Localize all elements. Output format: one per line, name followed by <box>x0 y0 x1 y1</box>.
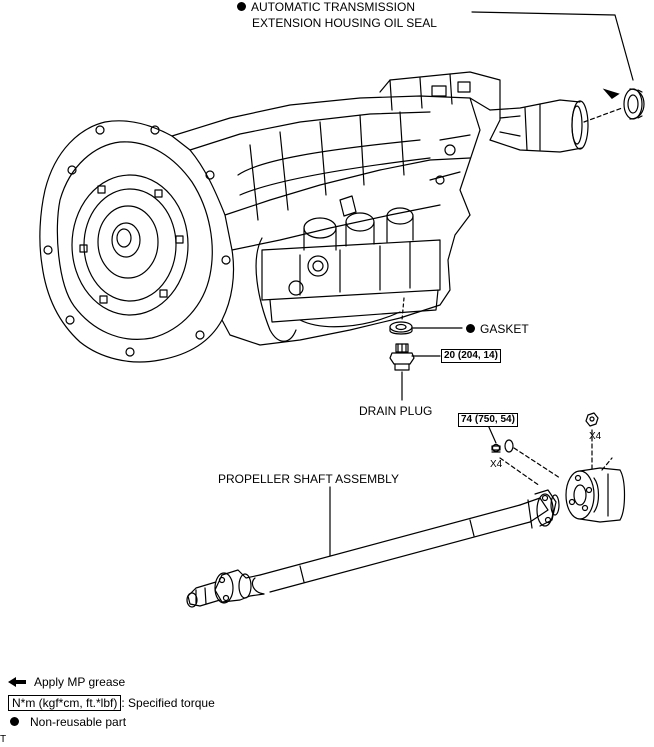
corner-mark: T <box>0 734 7 745</box>
flange-bolt-torque-box: 74 (750, 54) <box>458 413 518 427</box>
propeller-shaft-label: PROPELLER SHAFT ASSEMBLY <box>218 472 399 486</box>
legend-torque-text: : Specified torque <box>121 696 215 710</box>
legend-grease: Apply MP grease <box>34 675 126 689</box>
oil-seal-label-line1: AUTOMATIC TRANSMISSION <box>251 0 416 14</box>
filled-circle-icon <box>237 2 246 12</box>
filled-circle-icon <box>466 324 475 334</box>
oil-seal-label-line2: EXTENSION HOUSING OIL SEAL <box>252 16 437 30</box>
gasket-label: GASKET <box>480 322 529 336</box>
legend-torque-box: N*m (kgf*cm, ft.*lbf) <box>8 695 122 711</box>
bolt-quantity: X4 <box>490 459 503 470</box>
transmission-assembly <box>39 71 589 363</box>
legend-non-reusable: Non-reusable part <box>10 715 126 729</box>
drain-plug-torque-box: 20 (204, 14) <box>441 349 501 363</box>
nut-quantity: X4 <box>589 431 602 442</box>
propeller-shaft <box>186 489 560 608</box>
oil-seal-callout: AUTOMATIC TRANSMISSION <box>237 0 415 14</box>
drain-plug-label: DRAIN PLUG <box>359 404 433 418</box>
filled-circle-icon <box>10 717 19 727</box>
grease-arrow-icon <box>602 88 620 99</box>
differential-flange <box>565 467 626 523</box>
oil-seal <box>623 88 645 120</box>
gasket-callout: GASKET <box>466 322 529 336</box>
legend-non-reusable-text: Non-reusable part <box>30 715 127 729</box>
left-arrow-icon <box>8 677 26 687</box>
legend-torque: N*m (kgf*cm, ft.*lbf): Specified torque <box>8 695 215 711</box>
